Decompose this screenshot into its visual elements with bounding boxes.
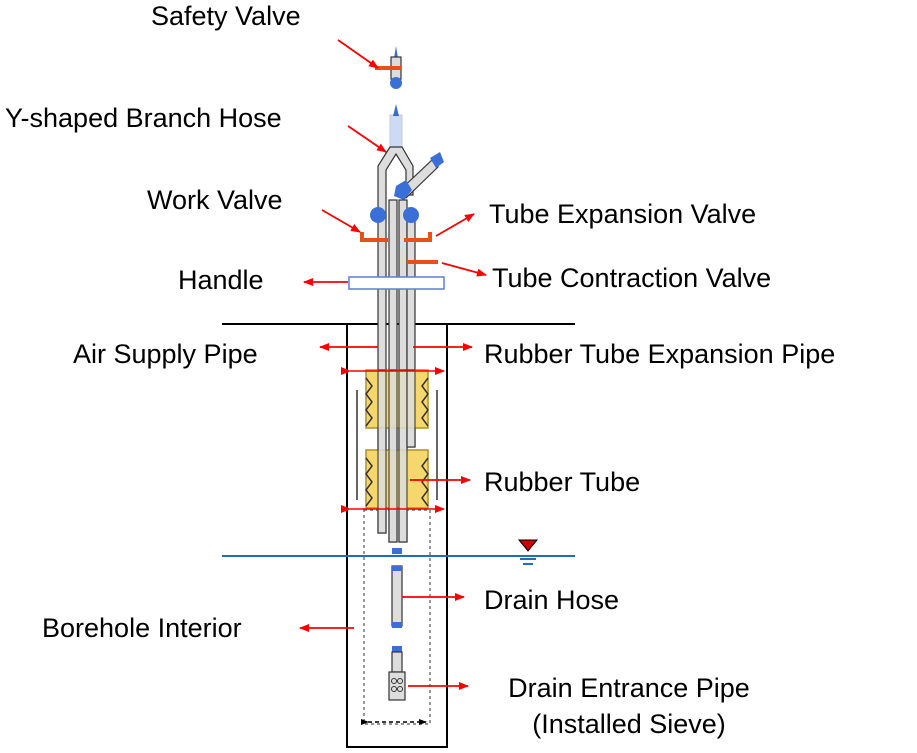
arrow-tube-contraction-valve [441,262,487,277]
label-rubber-tube-expansion-pipe: Rubber Tube Expansion Pipe [484,339,836,369]
arrow-tube-expansion-valve [435,213,475,237]
label-drain-entrance-pipe: Drain Entrance Pipe [508,673,750,703]
water-level-marker [517,539,539,565]
borehole-walls [346,324,448,748]
label-rubber-tube: Rubber Tube [484,467,641,497]
drain-hose [391,548,403,673]
label-safety-valve: Safety Valve [151,1,301,31]
label-air-supply-pipe: Air Supply Pipe [73,339,258,369]
tube-expansion-valve-lever [404,232,432,242]
arrow-safety-valve [337,39,379,69]
rubber-frame [356,390,438,500]
label-tube-contraction-valve: Tube Contraction Valve [492,263,772,293]
label-handle: Handle [178,265,264,295]
arrow-work-valve [321,209,361,233]
drain-entrance-pipe [388,671,406,701]
work-valve-right-knob [403,207,419,223]
label-borehole-interior: Borehole Interior [42,613,242,643]
label-tube-expansion-valve: Tube Expansion Valve [489,199,757,229]
label-y-branch-hose: Y-shaped Branch Hose [5,103,282,133]
label-work-valve: Work Valve [147,185,283,215]
arrow-y-branch-hose [347,125,387,153]
safety-valve-assembly [375,46,402,89]
work-valve-left-knob [370,207,386,223]
rubber-width-arrows [341,367,445,513]
handle-bar [348,276,445,290]
label-installed-sieve: (Installed Sieve) [532,709,726,739]
label-drain-hose: Drain Hose [484,585,620,615]
work-valve-lever [360,232,388,242]
y-branch-hose [377,104,444,216]
